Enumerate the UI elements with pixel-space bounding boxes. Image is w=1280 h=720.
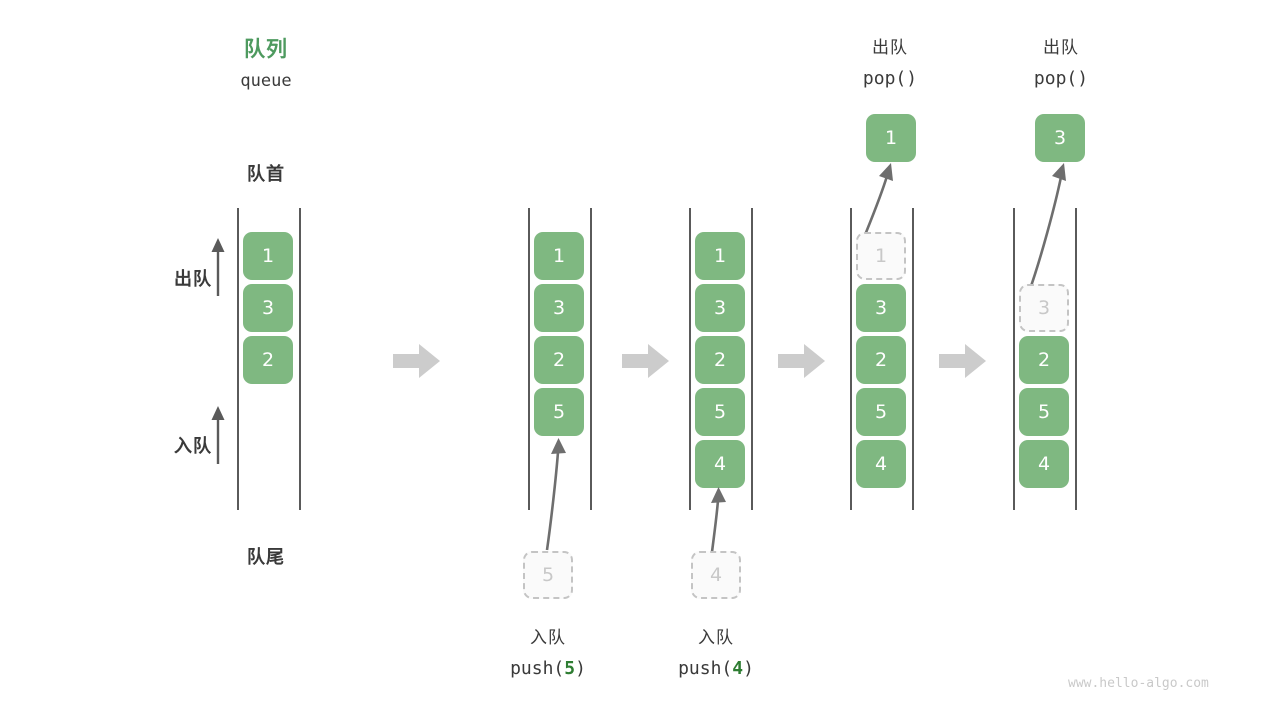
queue-cell: 4 — [856, 440, 906, 488]
pop1-caption-cn: 出队 — [872, 38, 908, 58]
dequeue-direction-arrow-icon — [211, 238, 225, 296]
step-arrow-icon — [622, 344, 669, 378]
incoming-element-ghost: 4 — [691, 551, 741, 599]
enqueue-motion-arrow-icon — [545, 438, 566, 551]
incoming-element-ghost: 5 — [523, 551, 573, 599]
step-arrow-icon — [778, 344, 825, 378]
queue-rail-right — [751, 208, 753, 510]
queue-cell-new: 5 — [534, 388, 584, 436]
enqueue-direction-arrow-icon — [211, 406, 225, 464]
queue-cell-removed-ghost: 1 — [856, 232, 906, 280]
queue-cell: 3 — [695, 284, 745, 332]
push4-close: ) — [743, 658, 754, 679]
queue-rail-right — [299, 208, 301, 510]
queue-cell: 2 — [534, 336, 584, 384]
queue-rail-right — [590, 208, 592, 510]
queue-cell: 5 — [856, 388, 906, 436]
diagram-title-en: queue — [240, 71, 292, 91]
queue-rail-left — [237, 208, 239, 510]
step-arrow-icon — [393, 344, 440, 378]
queue-cell: 1 — [243, 232, 293, 280]
step-arrow-icon — [939, 344, 986, 378]
queue-rail-left — [850, 208, 852, 510]
queue-rear-label: 队尾 — [247, 547, 285, 568]
queue-cell: 3 — [856, 284, 906, 332]
diagram-title-cn: 队列 — [244, 37, 288, 61]
queue-front-label: 队首 — [247, 164, 285, 185]
queue-cell-new: 4 — [695, 440, 745, 488]
queue-cell: 2 — [243, 336, 293, 384]
queue-rail-left — [1013, 208, 1015, 510]
enqueue-side-label: 入队 — [174, 436, 212, 457]
pop3-caption-code: pop() — [1033, 68, 1089, 89]
queue-cell: 2 — [695, 336, 745, 384]
pop1-caption-code: pop() — [862, 68, 918, 89]
queue-cell: 1 — [695, 232, 745, 280]
push5-fn: push( — [510, 658, 565, 679]
push5-arg: 5 — [564, 658, 576, 679]
queue-cell: 1 — [534, 232, 584, 280]
push4-arg: 4 — [732, 658, 744, 679]
push5-caption-code: push(5) — [473, 658, 623, 679]
push5-caption-cn: 入队 — [530, 628, 566, 648]
push4-caption-cn: 入队 — [698, 628, 734, 648]
dequeue-motion-arrow-icon — [1027, 163, 1066, 293]
push5-close: ) — [575, 658, 586, 679]
pop3-caption-cn: 出队 — [1043, 38, 1079, 58]
queue-cell: 4 — [1019, 440, 1069, 488]
queue-cell: 5 — [1019, 388, 1069, 436]
dequeue-side-label: 出队 — [174, 269, 212, 290]
queue-cell-removed-ghost: 3 — [1019, 284, 1069, 332]
queue-cell: 2 — [856, 336, 906, 384]
site-watermark: www.hello-algo.com — [1068, 676, 1209, 691]
queue-cell: 3 — [243, 284, 293, 332]
queue-rail-right — [912, 208, 914, 510]
enqueue-motion-arrow-icon — [710, 487, 726, 553]
popped-element: 1 — [866, 114, 916, 162]
queue-cell: 5 — [695, 388, 745, 436]
queue-rail-right — [1075, 208, 1077, 510]
popped-element: 3 — [1035, 114, 1085, 162]
queue-rail-left — [689, 208, 691, 510]
push4-fn: push( — [678, 658, 733, 679]
queue-cell: 2 — [1019, 336, 1069, 384]
queue-cell: 3 — [534, 284, 584, 332]
queue-rail-left — [528, 208, 530, 510]
push4-caption-code: push(4) — [641, 658, 791, 679]
